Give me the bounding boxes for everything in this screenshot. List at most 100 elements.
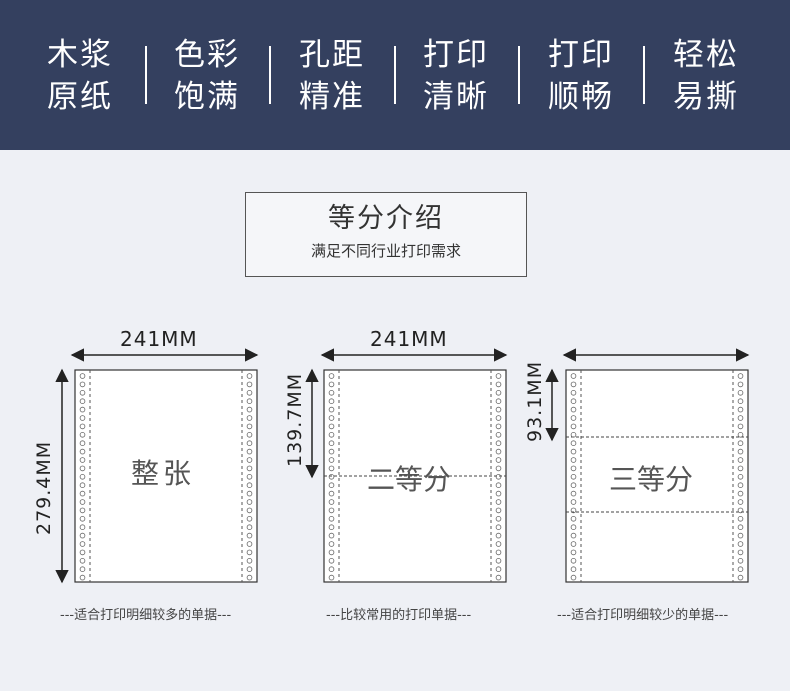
sheet-label-full: 整张 xyxy=(131,457,196,490)
feed-hole xyxy=(737,448,744,455)
feed-hole xyxy=(495,415,502,421)
feed-hole xyxy=(737,549,744,556)
feature-line: 精准 xyxy=(299,79,365,115)
feed-hole xyxy=(79,465,86,472)
feed-hole xyxy=(79,373,86,379)
feed-hole xyxy=(570,490,577,497)
feed-hole xyxy=(495,448,502,455)
feed-hole xyxy=(328,541,335,547)
feed-hole xyxy=(495,490,502,497)
feature-smooth-print: 打印 顺畅 xyxy=(519,34,643,118)
feed-hole xyxy=(495,541,502,547)
feed-hole xyxy=(246,440,253,447)
feed-hole xyxy=(495,482,502,489)
feed-hole xyxy=(246,465,253,472)
feed-hole xyxy=(79,440,86,447)
feed-hole xyxy=(570,549,577,556)
feed-hole xyxy=(495,473,502,480)
feed-hole xyxy=(79,549,86,556)
feed-hole xyxy=(495,423,502,430)
feed-hole xyxy=(737,465,744,472)
feed-hole xyxy=(495,398,502,405)
feed-hole xyxy=(737,473,744,480)
feature-line: 打印 xyxy=(423,37,489,73)
sheet-label-half: 二等分 xyxy=(367,463,452,496)
feed-hole xyxy=(495,515,502,522)
feed-hole xyxy=(737,373,744,379)
feed-hole xyxy=(328,440,335,447)
feed-hole xyxy=(570,507,577,514)
feed-hole xyxy=(328,557,335,564)
feature-wood-pulp: 木浆 原纸 xyxy=(18,34,142,118)
feed-hole xyxy=(737,389,744,396)
feed-hole xyxy=(328,524,335,530)
feed-hole xyxy=(246,574,253,581)
feed-hole xyxy=(328,373,335,379)
feed-hole xyxy=(328,465,335,472)
feed-hole xyxy=(328,431,335,438)
division-intro-box: 等分介绍 满足不同行业打印需求 xyxy=(245,192,527,277)
sheet-caption: ---适合打印明细较多的单据--- xyxy=(60,608,232,623)
feature-divider xyxy=(518,46,520,104)
feed-hole xyxy=(737,515,744,522)
feed-hole xyxy=(495,532,502,539)
tractor-holes xyxy=(570,373,744,581)
feature-line: 色彩 xyxy=(174,37,240,73)
feed-hole xyxy=(246,423,253,430)
feed-hole xyxy=(246,457,253,463)
paper-sheet xyxy=(565,369,749,583)
feed-hole xyxy=(737,440,744,447)
feature-easy-tear: 轻松 易撕 xyxy=(644,34,768,118)
feed-hole xyxy=(570,566,577,572)
feed-hole xyxy=(79,431,86,438)
feed-hole xyxy=(570,423,577,430)
feed-hole xyxy=(79,557,86,564)
sheet-caption: ---比较常用的打印单据--- xyxy=(326,608,472,623)
feature-line: 原纸 xyxy=(47,79,113,115)
height-dimension-label: 93.1MM xyxy=(524,360,546,442)
feed-hole xyxy=(328,448,335,455)
feed-hole xyxy=(737,406,744,413)
feed-hole xyxy=(328,532,335,539)
feed-hole xyxy=(570,389,577,396)
feed-hole xyxy=(79,457,86,463)
feed-hole xyxy=(328,507,335,514)
intro-subtitle: 满足不同行业打印需求 xyxy=(310,242,461,260)
feed-hole xyxy=(737,398,744,405)
feed-hole xyxy=(328,482,335,489)
feed-hole xyxy=(246,549,253,556)
tractor-holes xyxy=(79,373,253,581)
feature-line: 顺畅 xyxy=(548,79,614,115)
feed-hole xyxy=(495,431,502,438)
feed-hole xyxy=(495,406,502,413)
feed-hole xyxy=(495,566,502,572)
feed-hole xyxy=(246,482,253,489)
feed-hole xyxy=(570,457,577,463)
feed-hole xyxy=(570,515,577,522)
feature-line: 打印 xyxy=(548,37,614,73)
feed-hole xyxy=(246,406,253,413)
feed-hole xyxy=(79,398,86,405)
feed-hole xyxy=(246,541,253,547)
feed-hole xyxy=(246,515,253,522)
feed-hole xyxy=(570,482,577,489)
width-dimension-label: 241MM xyxy=(370,327,448,351)
feed-hole xyxy=(328,457,335,463)
feed-hole xyxy=(570,398,577,405)
feed-hole xyxy=(328,398,335,405)
feed-hole xyxy=(737,482,744,489)
feed-hole xyxy=(79,406,86,413)
feed-hole xyxy=(328,389,335,396)
feed-hole xyxy=(737,541,744,547)
feed-hole xyxy=(570,473,577,480)
feed-hole xyxy=(495,574,502,581)
feed-hole xyxy=(79,423,86,430)
feed-hole xyxy=(246,373,253,379)
feed-hole xyxy=(79,389,86,396)
feed-hole xyxy=(570,557,577,564)
tractor-holes xyxy=(328,373,502,581)
feed-hole xyxy=(570,406,577,413)
feed-hole xyxy=(79,524,86,530)
feature-line: 木浆 xyxy=(47,37,113,73)
feed-hole xyxy=(570,499,577,505)
